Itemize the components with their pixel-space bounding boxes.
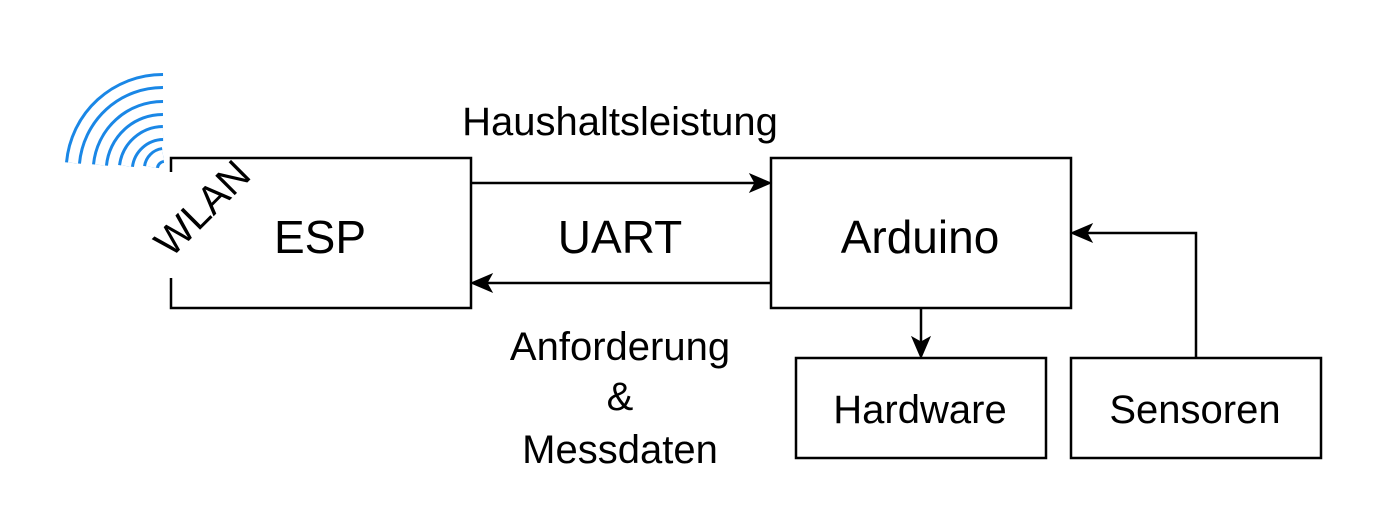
arrow-arduino-to-hardware — [910, 308, 932, 360]
arrow-sensoren-to-arduino-head — [1069, 222, 1094, 244]
esp-node: ESP — [160, 156, 473, 310]
esp-box-gap — [160, 172, 180, 278]
arduino-label: Arduino — [841, 211, 1000, 263]
hardware-box — [794, 356, 1048, 460]
arrow-arduino-to-hardware-head — [910, 335, 932, 360]
edge-label-messdaten: Messdaten — [522, 428, 718, 472]
arrow-esp-to-arduino — [471, 172, 773, 194]
hardware-node: Hardware — [794, 356, 1048, 460]
arrow-sensoren-to-arduino — [1069, 222, 1198, 358]
wifi-arc-outer-inner — [68, 75, 164, 164]
arrow-esp-to-arduino-head — [748, 172, 773, 194]
arrow-arduino-to-esp-head — [469, 272, 494, 294]
sensoren-box — [1069, 356, 1323, 460]
arduino-node: Arduino — [769, 156, 1073, 310]
edge-label-anforderung: Anforderung — [510, 325, 730, 369]
arduino-box — [769, 156, 1073, 310]
sensoren-node: Sensoren — [1069, 356, 1323, 460]
sensoren-label: Sensoren — [1109, 388, 1280, 432]
edge-label-uart: UART — [558, 211, 682, 263]
wifi-icon — [65, 72, 165, 169]
edge-label-haushaltsleistung: Haushaltsleistung — [462, 100, 778, 144]
wifi-arc-third-inner — [121, 128, 164, 167]
wifi-arc-inner-inner — [146, 150, 165, 169]
arrow-sensoren-to-arduino-line — [1086, 231, 1198, 358]
arrow-arduino-to-esp — [469, 272, 771, 294]
edge-label-ampersand: & — [607, 375, 634, 419]
hardware-label: Hardware — [833, 388, 1006, 432]
esp-label: ESP — [274, 211, 366, 263]
wifi-arc-second-inner — [95, 102, 164, 166]
